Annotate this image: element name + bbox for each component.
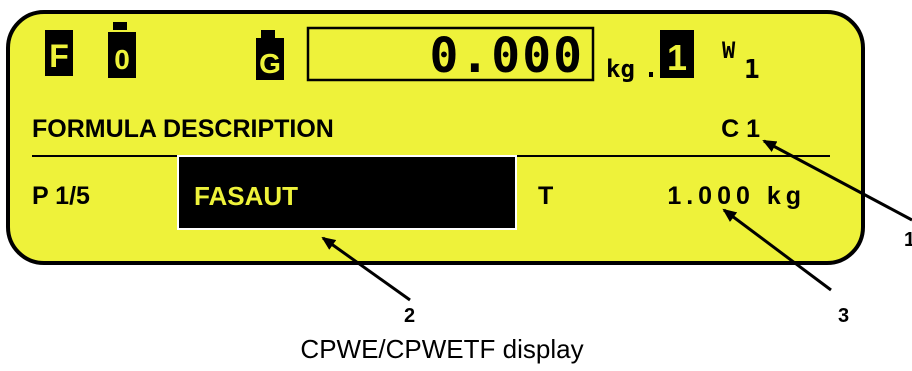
formula-name-highlight — [177, 155, 517, 230]
weight-value: 0.000 — [430, 28, 585, 84]
callout-label-2: 2 — [404, 305, 415, 327]
page-indicator: P 1/5 — [32, 182, 90, 210]
tare-value: 1.000 kg — [667, 182, 806, 210]
f-indicator-icon: F — [45, 30, 73, 76]
scale-number-icon: 1 — [660, 30, 694, 78]
w-index: 1 — [744, 55, 760, 85]
formula-name: FASAUT — [194, 181, 298, 211]
description-title: FORMULA DESCRIPTION — [32, 115, 334, 143]
weight-icon: 0 — [108, 22, 136, 78]
callout-label-1: 1 — [904, 229, 912, 251]
diagram-caption: CPWE/CPWETF display — [300, 334, 583, 364]
description-code: C 1 — [721, 115, 760, 143]
callout-arrow-3 — [722, 208, 832, 292]
weight-unit: kg — [606, 55, 635, 83]
w-label: W — [722, 39, 736, 64]
callout-arrow-1 — [762, 139, 912, 222]
gross-weight-icon: G — [256, 30, 284, 80]
callout-label-3: 3 — [838, 305, 849, 327]
tare-label: T — [538, 182, 553, 210]
gross-icon-letter: G — [259, 48, 281, 79]
scale-number: 1 — [667, 37, 687, 78]
weight-value-box — [306, 26, 595, 82]
unit-dot — [649, 72, 653, 77]
callout-arrow-2 — [321, 236, 411, 302]
f-indicator-letter: F — [49, 38, 69, 74]
weight-icon-digit: 0 — [114, 44, 130, 75]
